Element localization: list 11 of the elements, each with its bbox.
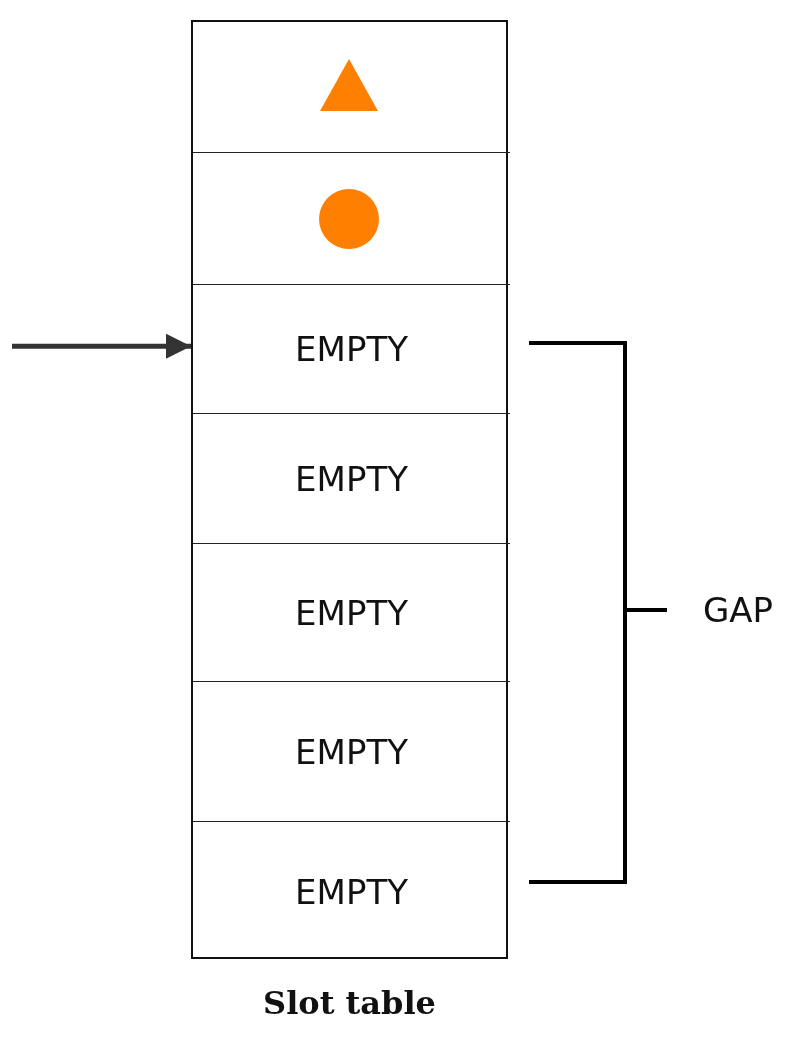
arrow (12, 333, 191, 359)
slot-table (191, 20, 508, 959)
slot-label: EMPTY (294, 458, 409, 499)
gap-label: GAP (703, 590, 774, 630)
triangle-shape (320, 59, 378, 111)
slot-label: EMPTY (294, 329, 409, 369)
slot-label: EMPTY (294, 731, 409, 772)
circle-shape (319, 189, 379, 249)
caption: Slot table (262, 984, 437, 1022)
slot-label: EMPTY (294, 592, 409, 633)
slot-label: EMPTY (294, 871, 409, 912)
